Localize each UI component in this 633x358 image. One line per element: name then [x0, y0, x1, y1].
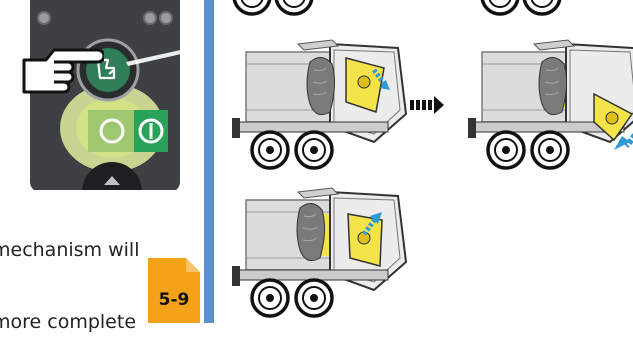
partial-wheel-group-left: [232, 0, 314, 16]
compaction-diagrams: [231, 0, 633, 318]
caption-line-1: mechanism will: [0, 239, 140, 261]
page-number: 5-9: [158, 290, 190, 310]
page-badge: [148, 258, 200, 323]
separator-bar: [204, 0, 214, 323]
compaction-step-3: [231, 187, 407, 318]
pointing-hand-icon: [22, 48, 104, 94]
start-button[interactable]: [88, 110, 168, 152]
dashed-right-arrow-icon: [410, 96, 444, 114]
compaction-step-1: [231, 39, 407, 170]
partial-wheel-group-right: [480, 0, 562, 16]
callout-line: [126, 44, 208, 66]
compaction-icon: [96, 58, 116, 80]
compaction-step-2: [467, 39, 633, 170]
